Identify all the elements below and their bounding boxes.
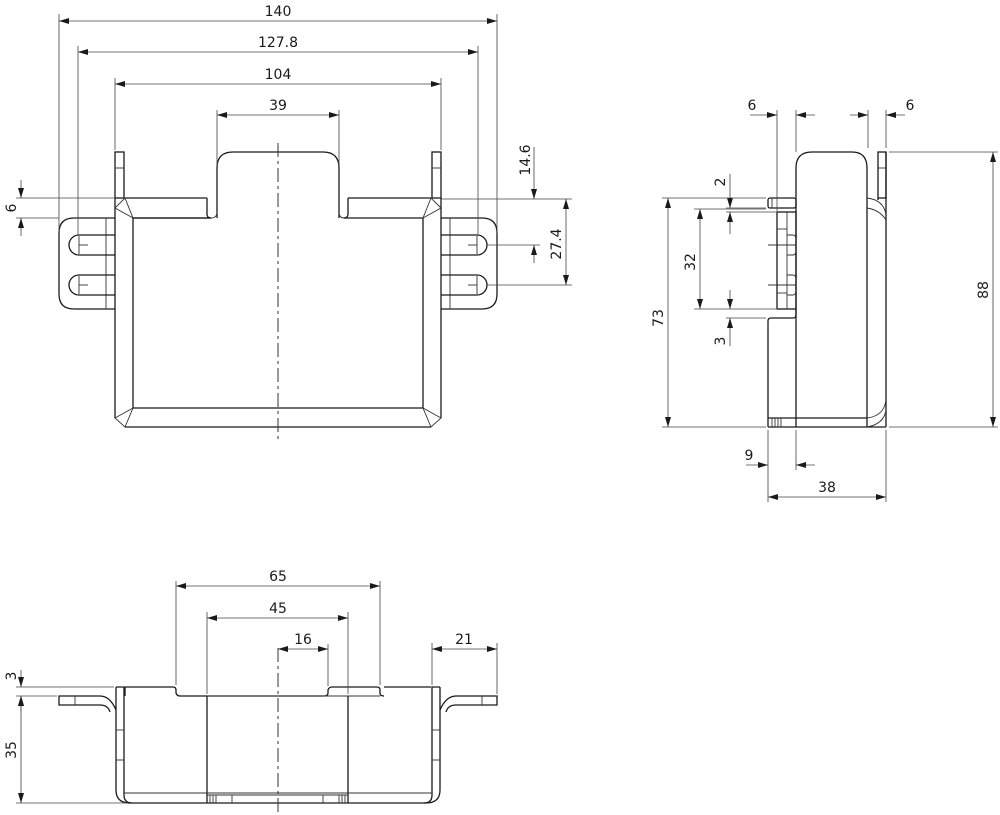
dim-tab-length: 21	[431, 632, 498, 694]
dim-body-width: 104	[114, 67, 442, 150]
dim-label-21: 21	[455, 632, 473, 648]
dim-bottom-flange-thickness: 3	[4, 670, 114, 712]
dim-second-hole: 27.4	[487, 199, 572, 286]
dim-label-6-front: 6	[4, 203, 20, 212]
dim-label-3-side: 3	[713, 337, 729, 346]
dim-top-boss-width: 39	[216, 98, 340, 165]
dim-half-slot-width: 16	[278, 632, 329, 686]
dim-label-127-8: 127.8	[258, 35, 298, 51]
dim-terminal-offset: 9	[745, 430, 815, 502]
dim-label-104: 104	[265, 67, 292, 83]
dim-label-6-right: 6	[906, 98, 915, 114]
dim-label-65: 65	[269, 569, 287, 585]
side-body-outline	[767, 151, 887, 428]
bottom-view: 65 45 16 21 3	[4, 569, 498, 815]
dim-label-35: 35	[4, 741, 20, 759]
side-view: 6 6 88 73 2	[651, 98, 998, 502]
dim-label-6-left: 6	[748, 98, 757, 114]
dim-label-45: 45	[269, 601, 287, 617]
dim-label-73: 73	[651, 309, 667, 327]
dim-bottom-body-depth: 35	[4, 696, 128, 804]
dim-label-16: 16	[294, 632, 312, 648]
dim-terminal-gap: 2	[713, 174, 776, 234]
dim-body-height: 73	[651, 197, 766, 428]
front-view: 140 127.8 104 39 6	[4, 4, 572, 440]
dim-side-body-depth: 38	[768, 430, 887, 502]
dim-overall-height: 88	[889, 151, 998, 428]
dim-mounting-hole-span: 127.8	[77, 35, 479, 235]
dim-label-140: 140	[265, 4, 292, 20]
dim-label-27-4: 27.4	[549, 228, 565, 259]
dim-label-39: 39	[269, 98, 287, 114]
dim-label-38: 38	[818, 480, 836, 496]
dim-label-14-6: 14.6	[518, 144, 534, 175]
left-mounting-flange	[58, 217, 115, 310]
dim-terminal-span: 32	[683, 208, 776, 310]
dim-left-flange-thickness: 6	[748, 98, 815, 212]
dim-label-88: 88	[976, 281, 992, 299]
dim-overall-width: 140	[58, 4, 498, 233]
dim-first-hole: 14.6	[441, 144, 572, 263]
dim-label-3-bottom: 3	[4, 672, 20, 681]
dim-right-flange-thickness: 6	[850, 98, 915, 148]
dim-label-32: 32	[683, 253, 699, 271]
dim-flange-offset: 6	[4, 180, 115, 236]
dim-outer-recess-width: 65	[175, 569, 381, 685]
dim-label-2: 2	[713, 178, 729, 187]
dim-terminal-lower-gap: 3	[713, 290, 766, 346]
bottom-body-outline	[58, 686, 498, 804]
dim-label-9: 9	[745, 448, 754, 464]
right-mounting-flange	[441, 217, 498, 310]
dim-inner-recess-width: 45	[206, 601, 349, 694]
